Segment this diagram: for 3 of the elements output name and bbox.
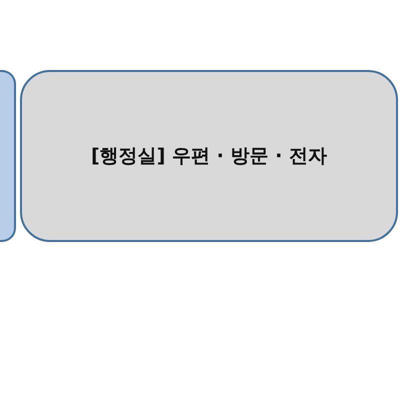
rounded-box xyxy=(20,70,398,242)
box-shape xyxy=(0,70,16,242)
box-label: [행정실] 우편 · 방문 · 전자 xyxy=(91,144,327,169)
